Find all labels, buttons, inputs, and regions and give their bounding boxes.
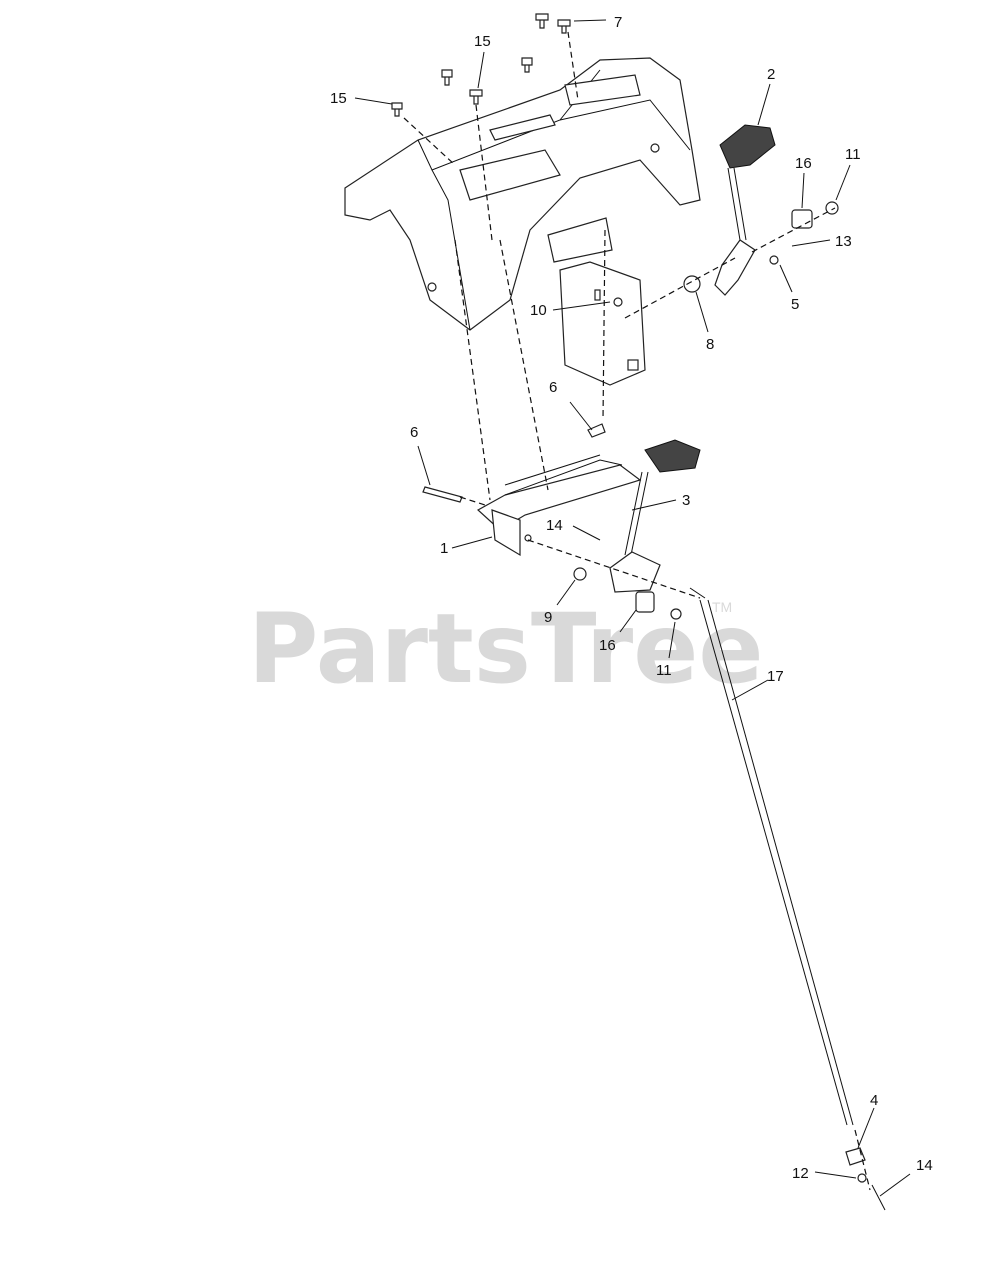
callout-16: 16 xyxy=(599,637,616,654)
callout-1: 1 xyxy=(440,540,448,557)
watermark: PartsTree xyxy=(248,593,763,705)
callout-7: 7 xyxy=(614,14,622,31)
callout-11: 11 xyxy=(656,662,672,679)
callout-12: 12 xyxy=(792,1165,809,1182)
callout-6: 6 xyxy=(410,424,418,441)
bracket-plate xyxy=(547,217,646,386)
callout-14: 14 xyxy=(916,1157,933,1174)
callout-10: 10 xyxy=(530,302,547,319)
callout-13: 13 xyxy=(835,233,852,250)
leader-lines xyxy=(354,19,911,1197)
callout-6: 6 xyxy=(549,379,557,396)
callout-4: 4 xyxy=(870,1092,878,1109)
watermark-tm: TM xyxy=(712,599,732,615)
lower-lever xyxy=(609,439,701,593)
callout-5: 5 xyxy=(791,296,799,313)
shift-rod xyxy=(689,587,854,1126)
control-panel-housing xyxy=(344,57,701,331)
callout-8: 8 xyxy=(706,336,714,353)
callout-14: 14 xyxy=(546,517,563,534)
callout-9: 9 xyxy=(544,609,552,626)
assembly-lines xyxy=(403,31,871,1191)
callout-15: 15 xyxy=(474,33,491,50)
callout-17: 17 xyxy=(767,668,784,685)
callout-3: 3 xyxy=(682,492,690,509)
callout-15: 15 xyxy=(330,90,347,107)
shift-lever-plate xyxy=(476,454,642,557)
callout-2: 2 xyxy=(767,66,775,83)
hardware xyxy=(391,13,886,1211)
callout-16: 16 xyxy=(795,155,812,172)
callout-11: 11 xyxy=(845,146,861,163)
callout-labels: 7 15 15 2 16 11 13 5 10 8 6 6 3 14 1 9 1… xyxy=(330,14,933,1182)
upper-lever xyxy=(714,124,776,296)
